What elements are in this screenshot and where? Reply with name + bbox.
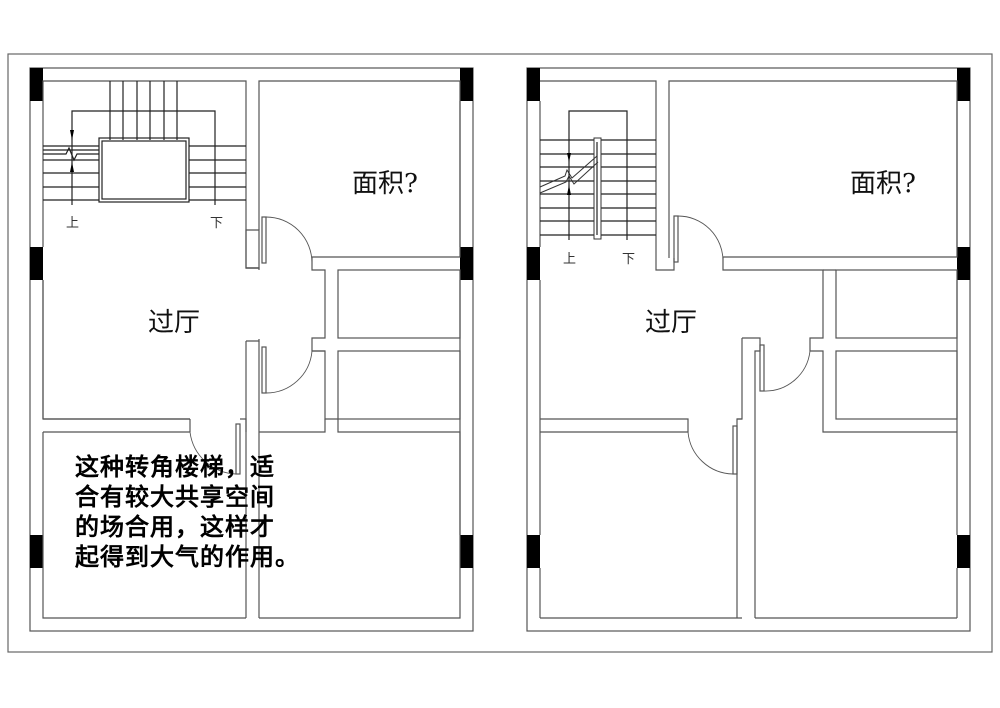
column: [957, 247, 970, 280]
arrow-icon: [567, 153, 571, 162]
door-swing-arc: [763, 350, 811, 392]
stair-walking-line: [568, 110, 628, 240]
left-area-room-wall: [258, 80, 461, 258]
right-stair-up-label: 上: [563, 252, 577, 267]
note-line: 起得到大气的作用。: [75, 543, 300, 571]
arrow-icon: [70, 130, 74, 140]
left-stair-up-label: 上: [66, 216, 80, 231]
small-room: [337, 350, 461, 420]
drawing-frame: [7, 53, 993, 653]
door-swing-arc: [265, 350, 313, 394]
column: [460, 68, 473, 101]
left-lower-left-room: [42, 432, 246, 619]
column: [460, 535, 473, 568]
column: [527, 535, 540, 568]
column: [460, 247, 473, 280]
left-plan-outer-wall: [29, 67, 474, 632]
column: [30, 535, 43, 568]
column: [527, 68, 540, 101]
left-hall-label: 过厅: [148, 308, 201, 338]
left-hall-wall: [42, 80, 260, 420]
column: [527, 247, 540, 280]
stair-well: [98, 137, 190, 203]
note-line: 合有较大共享空间: [75, 483, 275, 511]
arrow-icon: [70, 162, 74, 172]
door-swing-arc: [265, 216, 313, 264]
stair-walking-line: [71, 110, 216, 205]
right-plan: [526, 67, 971, 632]
left-note-text: 这种转角楼梯，适 合有较大共享空间 的场合用，这样才 起得到大气的作用。: [75, 452, 300, 572]
break-symbol: [43, 146, 99, 162]
arrow-icon: [567, 185, 571, 195]
small-room: [835, 350, 958, 420]
right-hall-label: 过厅: [645, 308, 698, 338]
small-room: [337, 269, 461, 339]
note-line: 的场合用，这样才: [75, 513, 275, 541]
small-room: [835, 269, 958, 339]
door-swing-arc: [189, 431, 237, 475]
left-stair-down-label: 下: [210, 216, 224, 231]
right-stair-down-label: 下: [622, 252, 636, 267]
column: [957, 535, 970, 568]
door-swing-arc: [677, 215, 724, 262]
door-swing-arc: [687, 431, 734, 475]
note-line: 这种转角楼梯，适: [75, 453, 275, 481]
right-area-label: 面积?: [850, 169, 916, 199]
column: [30, 68, 43, 101]
left-plan: [29, 67, 474, 632]
right-straight-stair: [539, 110, 656, 240]
column: [957, 68, 970, 101]
left-corner-stair: [43, 81, 246, 205]
right-area-room-wall: [668, 80, 958, 258]
right-plan-outer-wall: [526, 67, 971, 632]
left-area-label: 面积?: [352, 169, 418, 199]
column: [30, 247, 43, 280]
